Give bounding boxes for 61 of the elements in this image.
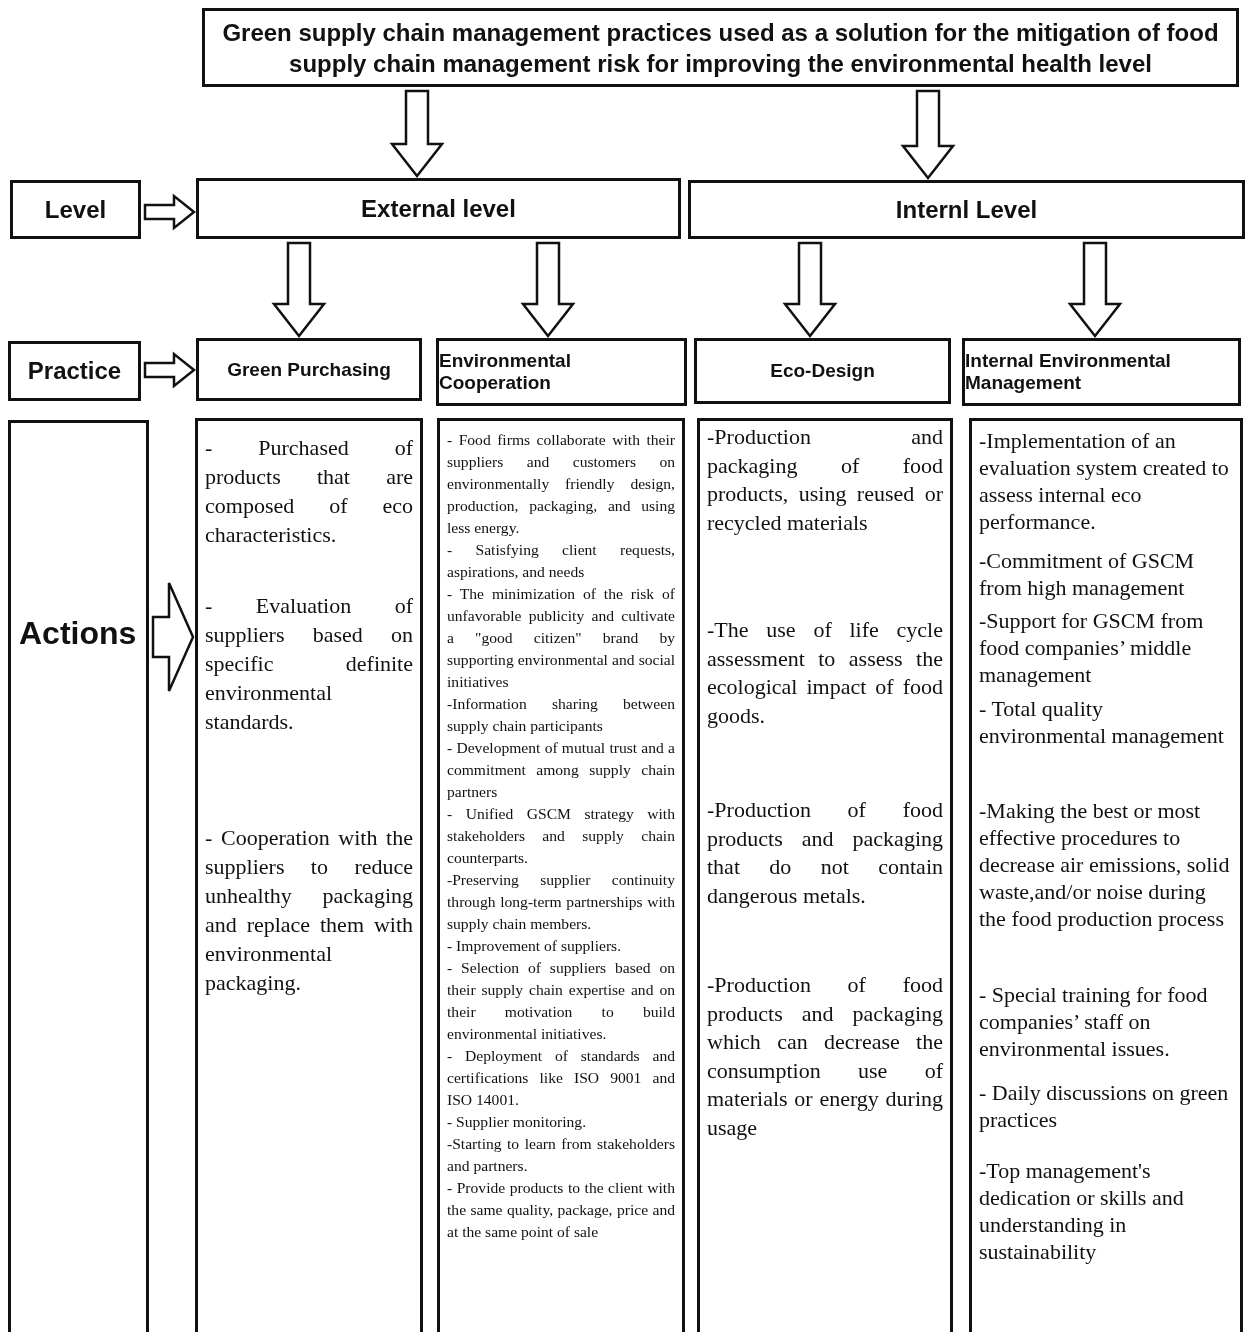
label-box [10, 180, 141, 239]
action-text: - Special training for food companies’ staff on environmental issues. [979, 981, 1209, 1062]
action-text: -Preserving supplier continuity through long-term partnerships with supply chain members. [447, 870, 675, 934]
block-arrow [1067, 241, 1123, 339]
label-box [8, 420, 149, 1332]
action-text: - Deployment of standards and certifications like ISO 9001 and ISO 14001. [447, 1046, 675, 1110]
block-arrow [143, 351, 196, 389]
actions-column [195, 418, 423, 1332]
action-text: -Implementation of an evaluation system created to assess internal eco performance. [979, 427, 1230, 535]
action-text: - Provide products to the client with the same quality, package, price and at the same point of sale [447, 1178, 675, 1242]
action-text: - Satisfying client requests, aspirations, and needs [447, 540, 675, 582]
box-label: Environmental Cooperation [439, 350, 572, 394]
action-text: - Selection of suppliers based on their supply chain expertise and on their motivation to build environmental initiatives. [447, 958, 675, 1044]
box-label: Practice [27, 357, 122, 385]
action-text: -Production of food products and packaging which can decrease the consumption use of materials or energy during usage [707, 971, 943, 1142]
action-text: -The use of life cycle assessment to assess the ecological impact of food goods. [707, 616, 943, 730]
action-text: - Total quality environmental management [979, 695, 1225, 749]
action-text: -Making the best or most effective procedures to decrease air emissions, solid waste,and/or noise during the food production process [979, 797, 1231, 932]
practice-box [962, 338, 1241, 406]
action-text: -Production and packaging of food products, using reused or recycled materials [707, 423, 943, 537]
action-text: -Production of food products and packaging that do not contain dangerous metals. [707, 796, 943, 910]
practice-box [694, 338, 951, 404]
action-text: - Daily discussions on green practices [979, 1079, 1230, 1133]
level-box [196, 178, 681, 239]
box-label: Level [44, 195, 107, 224]
box-label: Internl Level [895, 195, 1038, 224]
box-label: Green Purchasing [227, 358, 391, 381]
action-text: -Commitment of GSCM from high management [979, 547, 1196, 601]
action-text: - Supplier monitoring. [447, 1112, 588, 1132]
action-text: - Unified GSCM strategy with stakeholders and supply chain counterparts. [447, 804, 675, 868]
action-text: - Food firms collaborate with their suppliers and customers on environmentally friendly design, production, packaging, and using less energy. [447, 430, 675, 538]
actions-column [697, 418, 953, 1332]
action-text: - The minimization of the risk of unfavorable publicity and cultivate a "good citizen" brand by supporting environmental and social initiatives [447, 584, 675, 692]
block-arrow [143, 193, 196, 231]
block-arrow [782, 241, 838, 339]
action-text: - Improvement of suppliers. [447, 936, 623, 956]
block-arrow [389, 89, 445, 179]
block-arrow [900, 89, 956, 181]
action-text: -Top management's dedication or skills and understanding in sustainability [979, 1157, 1185, 1265]
level-box [688, 180, 1245, 239]
block-arrow [520, 241, 576, 339]
action-text: -Support for GSCM from food companies’ middle management [979, 607, 1205, 688]
box-label: Internal Environmental Management [965, 350, 1172, 394]
block-arrow [151, 581, 195, 693]
action-text: -Starting to learn from stakeholders and partners. [447, 1134, 675, 1176]
box-label: Eco-Design [770, 360, 875, 382]
box-label: External level [361, 194, 516, 223]
action-text: - Evaluation of suppliers based on specific definite environmental standards. [205, 592, 413, 736]
action-text: -Information sharing between supply chain participants [447, 694, 675, 736]
box-label: Actions [19, 615, 137, 652]
practice-box [436, 338, 687, 406]
title-box [202, 8, 1239, 87]
block-arrow [271, 241, 327, 339]
action-text: - Development of mutual trust and a commitment among supply chain partners [447, 738, 675, 802]
label-box [8, 341, 141, 401]
action-text: - Purchased of products that are composed of eco characteristics. [205, 434, 413, 549]
actions-column [437, 418, 685, 1332]
action-text: - Cooperation with the suppliers to reduce unhealthy packaging and replace them with environmental packaging. [205, 824, 413, 997]
actions-column [969, 418, 1243, 1332]
practice-box [196, 338, 422, 401]
title-text: Green supply chain management practices used as a solution for the mitigation of food supply chain management risk for improving the environmental health level [221, 17, 1220, 79]
